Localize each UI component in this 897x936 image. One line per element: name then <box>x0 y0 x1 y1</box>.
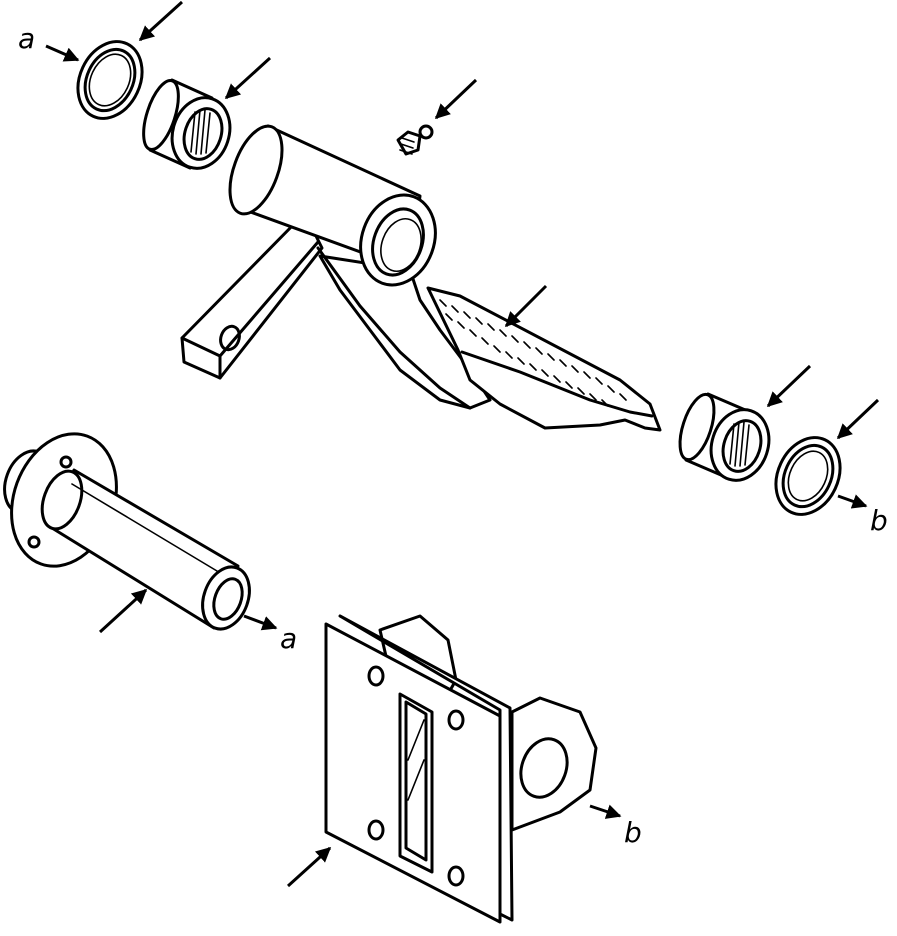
leader-seal-right <box>836 398 880 440</box>
leader-grease-fitting <box>434 78 478 120</box>
label-a-shaft: a <box>280 622 297 655</box>
seal-top-left <box>76 40 144 120</box>
arrow-b-bracket <box>589 804 622 819</box>
arrow-a-shaft <box>243 614 278 631</box>
arrow-a-top <box>45 44 80 62</box>
leader-pedal <box>504 284 548 328</box>
leader-pivot-shaft <box>98 588 148 634</box>
needle-bearing-right <box>678 392 771 482</box>
arrow-b-right <box>837 494 868 509</box>
leader-bearing-right <box>766 364 812 408</box>
leader-bracket <box>286 846 332 888</box>
mounting-bracket <box>324 614 598 924</box>
label-b-right: b <box>870 504 888 537</box>
needle-bearing-top <box>142 78 232 170</box>
grease-fitting <box>396 124 434 156</box>
seal-right <box>774 436 842 516</box>
pivot-shaft <box>3 432 251 631</box>
pedal-arm <box>180 124 662 432</box>
label-b-bracket: b <box>624 816 642 849</box>
label-a-top: a <box>18 22 35 55</box>
leader-bearing-top <box>224 56 272 100</box>
leader-seal-top-left <box>138 0 184 42</box>
